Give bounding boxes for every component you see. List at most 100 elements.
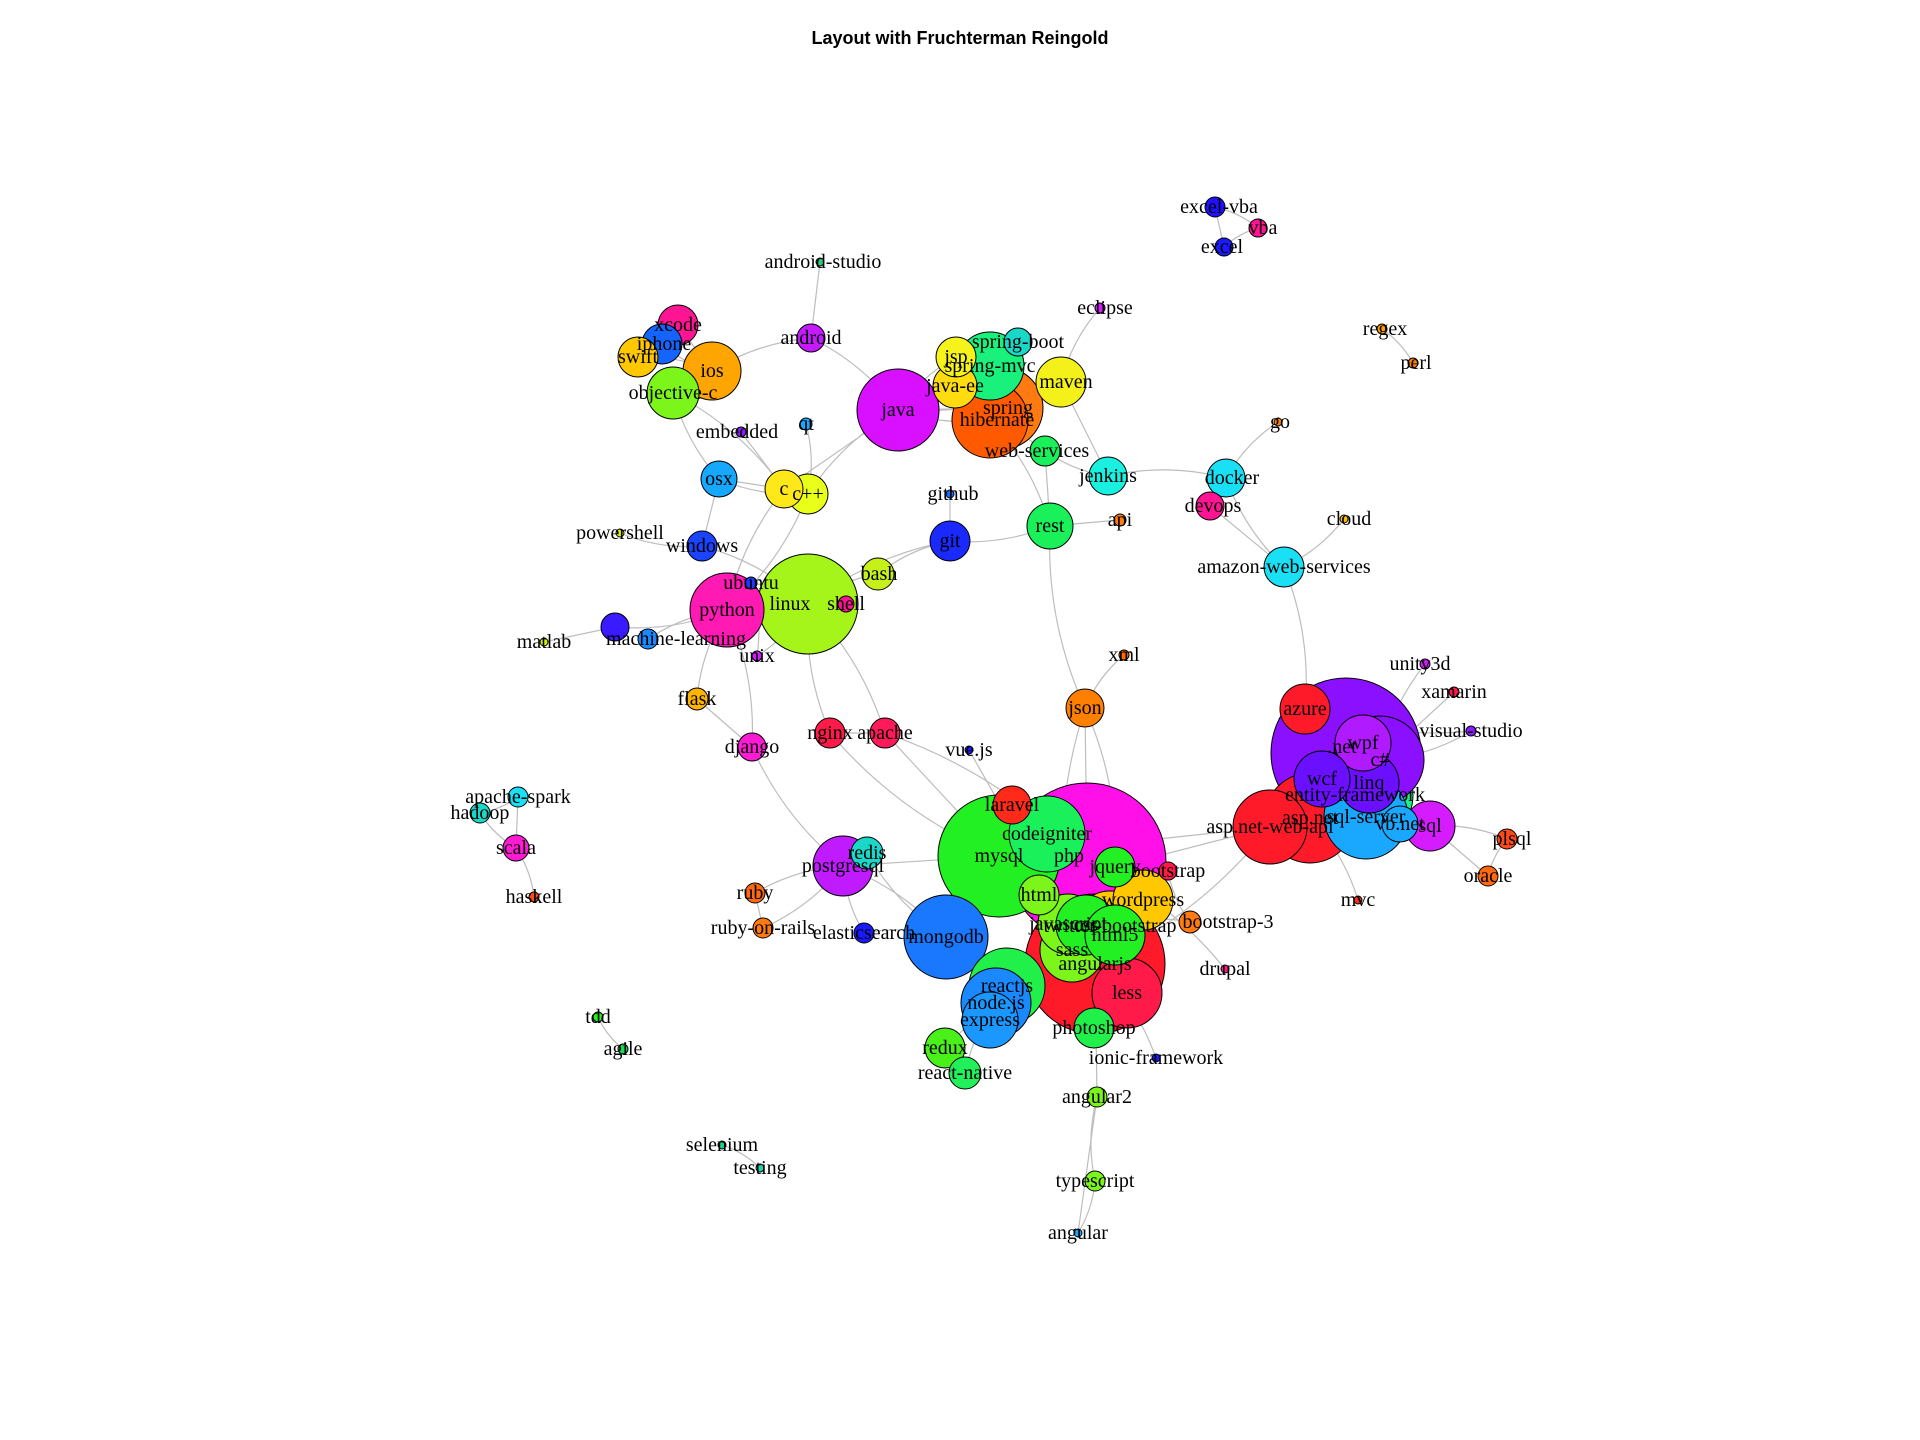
node-label-web-services: web-services	[985, 440, 1090, 462]
node-angular2	[1086, 1086, 1108, 1108]
node-label-ruby: ruby	[737, 882, 774, 904]
node-label-regex: regex	[1363, 318, 1407, 340]
node-label-django: django	[725, 736, 779, 758]
node-label-python: python	[699, 599, 755, 621]
node-excel	[1214, 237, 1234, 257]
node-testing	[755, 1163, 765, 1173]
node-devops	[1195, 491, 1225, 521]
node-label-amazon-web-services: amazon-web-services	[1197, 556, 1370, 578]
node-label-jquery: jquery	[1088, 856, 1140, 878]
node-bootstrap-3	[1178, 910, 1202, 934]
node-asp.net-web-api	[1232, 789, 1308, 865]
node-github	[945, 489, 955, 499]
node-android	[796, 323, 826, 353]
node-label-typescript: typescript	[1056, 1170, 1135, 1192]
node-label-qt: qt	[798, 413, 814, 435]
node-label-agile: agile	[604, 1038, 643, 1060]
node-shell	[837, 595, 855, 613]
node-label-swift: swift	[618, 346, 658, 368]
node-label-xml: xml	[1108, 644, 1140, 666]
node-apache	[869, 717, 901, 749]
label-layer: excel-vbavbaexcelandroid-studioeclipsere…	[451, 196, 1532, 1244]
node-label-java: java	[880, 399, 914, 421]
node-powershell	[615, 528, 625, 538]
edge-rest-json	[1049, 525, 1086, 709]
node-azure	[1279, 683, 1331, 735]
node-label-sass: sass	[1056, 939, 1088, 961]
node-label-sql-server: sql-server	[1327, 806, 1406, 828]
node-vb.net	[1381, 805, 1419, 843]
node-label-excel: excel	[1201, 236, 1244, 258]
node-label-api: api	[1108, 509, 1133, 531]
node-jenkins	[1088, 456, 1128, 496]
node-go	[1273, 417, 1283, 427]
node-label-jenkins: jenkins	[1078, 465, 1137, 487]
node-label-drupal: drupal	[1199, 958, 1251, 980]
node-label-shell: shell	[827, 593, 865, 615]
node-label-react-native: react-native	[918, 1062, 1012, 1084]
node-label-reactjs: reactjs	[981, 975, 1033, 997]
node-label-angular2: angular2	[1062, 1086, 1132, 1108]
node-nginx	[814, 717, 846, 749]
node-label-matlab: matlab	[517, 631, 571, 653]
node-windows	[686, 530, 718, 562]
node-amazon-web-services	[1263, 546, 1305, 588]
node-label-css: css	[1074, 914, 1099, 936]
node-matlab	[539, 637, 549, 647]
node-python	[689, 572, 765, 648]
node-label-redis: redis	[848, 842, 887, 864]
node-label-mvc: mvc	[1341, 889, 1376, 911]
node-label-visual-studio: visual-studio	[1419, 720, 1522, 742]
node-label-mongodb: mongodb	[908, 926, 984, 948]
node-label-javascript: javascript	[1028, 913, 1107, 935]
node-git	[929, 520, 971, 562]
node-label-sql: sql	[1418, 815, 1442, 837]
node-osx	[700, 460, 738, 498]
node-flask	[685, 687, 709, 711]
node-label-machine-learning: machine-learning	[606, 628, 746, 650]
node-xml	[1118, 649, 1130, 661]
node-label-rest: rest	[1036, 515, 1065, 537]
node-label-devops: devops	[1185, 495, 1242, 517]
node-label-excel-vba: excel-vba	[1180, 196, 1258, 218]
node-label-.net: .net	[1327, 736, 1357, 758]
node-perl	[1407, 357, 1419, 369]
node-api	[1113, 513, 1127, 527]
node-label-haskell: haskell	[506, 886, 563, 908]
node-label-laravel: laravel	[985, 794, 1040, 816]
node-redis	[850, 836, 884, 870]
node-haskell	[528, 891, 540, 903]
node-vue.js	[964, 745, 974, 755]
node-maven	[1035, 356, 1087, 408]
node-bash	[861, 557, 895, 591]
node-label-angular: angular	[1048, 1222, 1108, 1244]
node-label-hibernate: hibernate	[960, 409, 1035, 431]
node-label-ionic-framework: ionic-framework	[1089, 1047, 1223, 1069]
node-label-iphone: iphone	[637, 333, 692, 355]
node-label-photoshop: photoshop	[1052, 1017, 1135, 1039]
node-cloud	[1339, 514, 1349, 524]
node-express	[961, 991, 1019, 1049]
node-photoshop	[1073, 1007, 1115, 1049]
node-excel-vba	[1204, 196, 1226, 218]
node-label-go: go	[1270, 411, 1290, 433]
node-label-nginx: nginx	[807, 722, 853, 744]
node-html	[1018, 874, 1060, 916]
node-label-github: github	[927, 483, 978, 505]
node-label-vba: vba	[1249, 217, 1278, 239]
node-label-java-ee: java-ee	[925, 375, 984, 397]
node-label-json: json	[1067, 697, 1101, 719]
node-ml-blue	[600, 612, 630, 642]
node-label-apache-spark: apache-spark	[465, 786, 571, 808]
node-qt	[799, 417, 813, 431]
node-label-html5: html5	[1092, 924, 1139, 946]
node-label-bootstrap: bootstrap	[1131, 860, 1205, 882]
node-label-unix: unix	[739, 645, 775, 667]
node-label-plsql: plsql	[1493, 828, 1532, 850]
node-laravel	[992, 785, 1032, 825]
node-label-hadoop: hadoop	[451, 802, 510, 824]
node-oracle	[1477, 865, 1499, 887]
node-html5	[1084, 904, 1146, 966]
node-redux	[924, 1027, 966, 1069]
